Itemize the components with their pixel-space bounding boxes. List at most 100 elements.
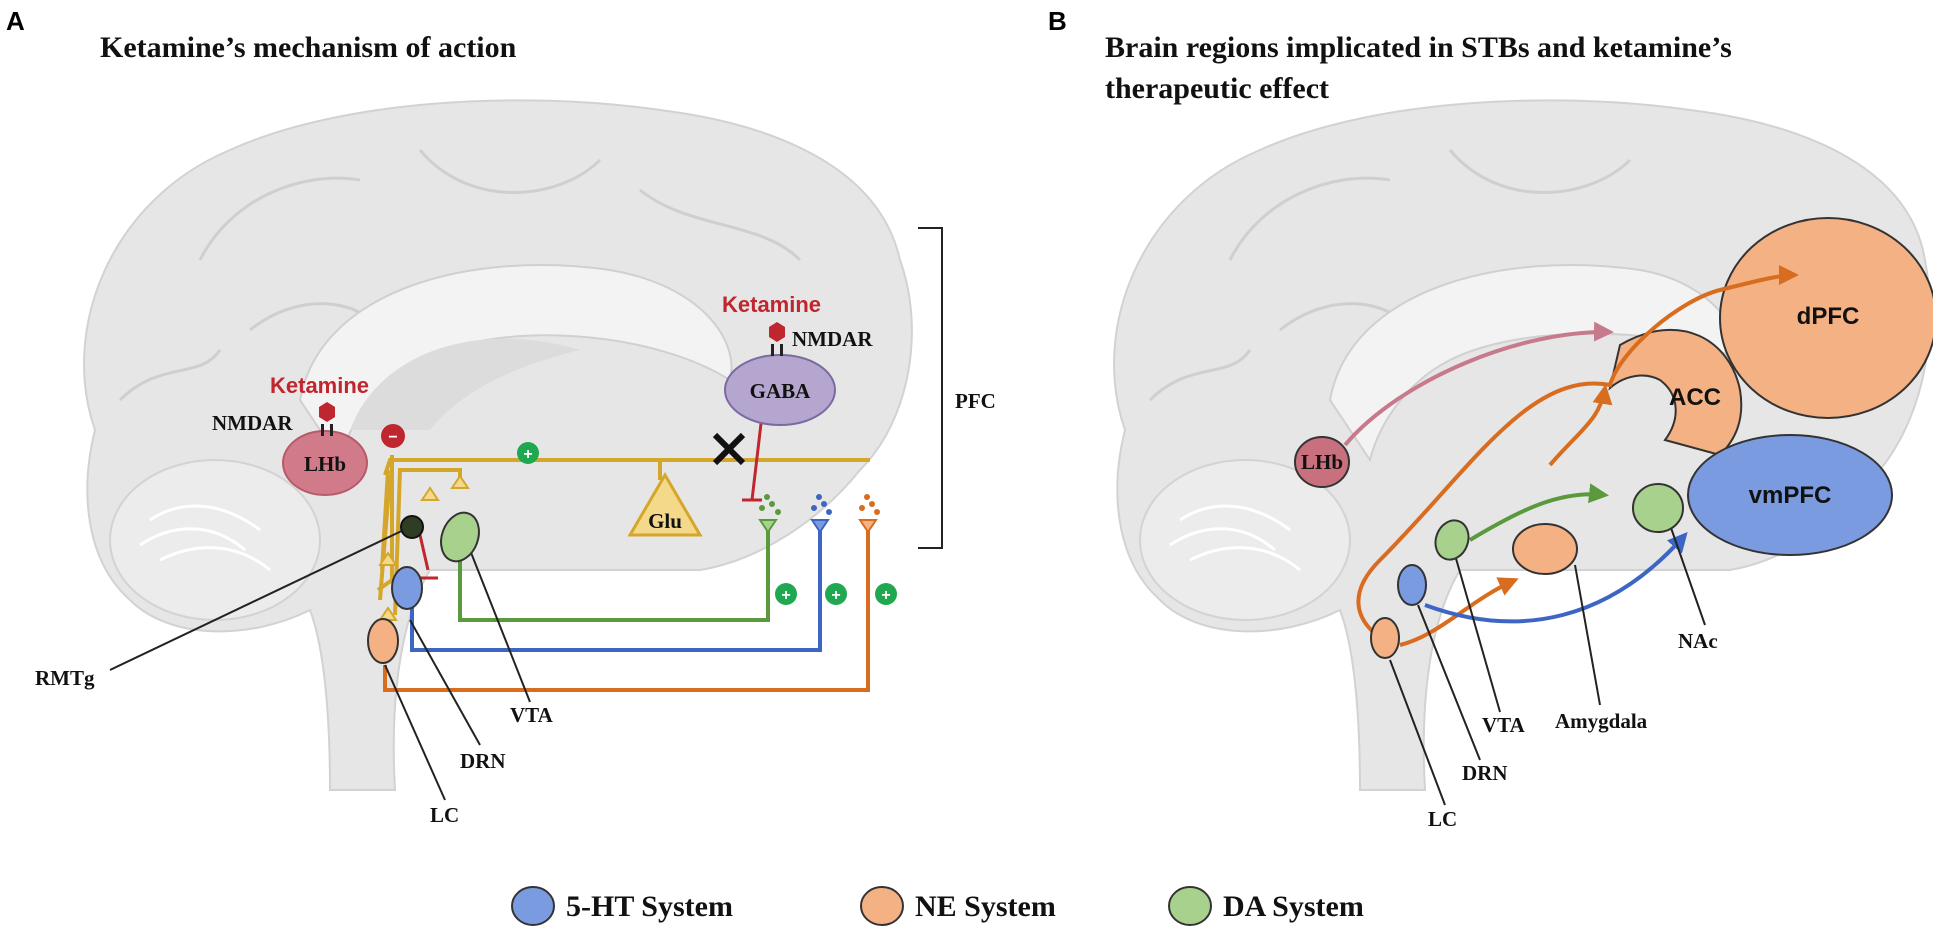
nmdar-receptor-2b bbox=[780, 344, 783, 356]
drn-label-b: DRN bbox=[1462, 761, 1508, 785]
legend-swatch-5ht bbox=[511, 886, 555, 926]
ketamine-label-2: Ketamine bbox=[722, 292, 821, 317]
nmdar-receptor-2a bbox=[771, 344, 774, 356]
plus-sign-icon bbox=[825, 583, 847, 605]
dopamine-terminal bbox=[758, 519, 778, 534]
vta-pointer bbox=[467, 544, 531, 703]
norepinephrine-pathway bbox=[383, 520, 870, 692]
panel-b-pathways bbox=[1343, 265, 1799, 806]
cerebellum-folia-b bbox=[1169, 504, 1301, 572]
lhb-to-acc-pathway bbox=[1343, 321, 1614, 447]
vmpfc-region bbox=[1687, 434, 1893, 556]
plus-sign-1: + bbox=[523, 446, 532, 463]
drn-node-b bbox=[1397, 564, 1427, 606]
vmpfc-label: vmPFC bbox=[1749, 482, 1832, 509]
rmtg-inhibition bbox=[418, 534, 438, 580]
blocked-x-icon bbox=[712, 432, 746, 466]
acc-label: ACC bbox=[1669, 384, 1721, 411]
panel-b-brain bbox=[1113, 99, 1931, 791]
plus-sign-icon bbox=[775, 583, 797, 605]
legend-swatch-da bbox=[1168, 886, 1212, 926]
dpfc-label: dPFC bbox=[1797, 303, 1860, 330]
dpfc-region bbox=[1719, 217, 1933, 419]
legend-item-5ht: 5-HT System bbox=[511, 886, 733, 926]
nmdar-receptor-1b bbox=[330, 424, 333, 436]
cerebellum-folia bbox=[139, 504, 271, 572]
plus-sign-icon bbox=[517, 442, 539, 464]
lc-pointer-b bbox=[1389, 659, 1446, 806]
plus-sign-4: + bbox=[881, 587, 890, 604]
panel-b: B Brain regions implicated in STBs and k… bbox=[1048, 6, 1933, 831]
lc-label-b: LC bbox=[1428, 807, 1457, 831]
vta-label-b: VTA bbox=[1482, 713, 1526, 737]
drn-pointer bbox=[409, 619, 481, 746]
glutamate-branch bbox=[376, 455, 394, 592]
legend-label-ne: NE System bbox=[915, 890, 1056, 923]
panel-a-title: Ketamine’s mechanism of action bbox=[100, 31, 517, 64]
legend-swatch-ne bbox=[860, 886, 904, 926]
vta-pointer-b bbox=[1454, 554, 1501, 713]
pfc-label: PFC bbox=[955, 389, 996, 413]
lhb-node bbox=[282, 430, 368, 496]
ne-to-dpfc-pathway bbox=[1356, 265, 1799, 645]
panel-a-pathways bbox=[109, 414, 880, 801]
dopamine-release-dots bbox=[759, 494, 781, 515]
drn-label-a: DRN bbox=[460, 749, 506, 773]
plus-sign-3: + bbox=[831, 587, 840, 604]
panel-a-brain bbox=[83, 99, 913, 791]
gaba-inhibition bbox=[742, 414, 764, 502]
serotonin-terminal bbox=[810, 519, 830, 534]
nmdar-label-2: NMDAR bbox=[792, 327, 873, 351]
panel-b-title-line2: therapeutic effect bbox=[1105, 72, 1329, 105]
ketamine-label-1: Ketamine bbox=[270, 373, 369, 398]
cerebrum-shape bbox=[83, 99, 913, 791]
rmtg-label: RMTg bbox=[35, 666, 95, 690]
vta-node-b bbox=[1434, 519, 1470, 561]
rmtg-pointer bbox=[109, 526, 411, 671]
nac-node bbox=[1632, 483, 1684, 533]
panel-b-letter: B bbox=[1048, 6, 1067, 36]
plus-signs: + + + + bbox=[517, 442, 897, 605]
lhb-label: LHb bbox=[304, 452, 346, 476]
gyri-lines bbox=[118, 149, 802, 402]
plus-sign-icon bbox=[875, 583, 897, 605]
legend-label-5ht: 5-HT System bbox=[566, 890, 733, 923]
cerebellum-b bbox=[1139, 459, 1351, 621]
amygdala-label: Amygdala bbox=[1555, 709, 1648, 733]
glu-neuron bbox=[627, 472, 703, 537]
norepinephrine-release-dots bbox=[859, 494, 880, 515]
minus-sign: − bbox=[388, 429, 397, 446]
rmtg-node bbox=[400, 515, 424, 539]
plus-sign-2: + bbox=[781, 587, 790, 604]
nmdar-label-1: NMDAR bbox=[212, 411, 293, 435]
glutamate-terminals bbox=[378, 474, 470, 621]
lhb-node-b bbox=[1294, 436, 1350, 488]
glu-label: Glu bbox=[648, 509, 682, 533]
panel-b-title-line1: Brain regions implicated in STBs and ket… bbox=[1105, 31, 1732, 64]
serotonin-release-dots bbox=[811, 494, 832, 515]
da-to-nac-pathway bbox=[1468, 483, 1609, 542]
lc-pointer bbox=[384, 664, 446, 801]
lhb-label-b: LHb bbox=[1301, 450, 1343, 474]
nac-label: NAc bbox=[1678, 629, 1718, 653]
nac-pointer bbox=[1669, 524, 1706, 626]
minus-sign-icon bbox=[381, 424, 405, 448]
thalamus-region bbox=[350, 338, 580, 430]
drn-pointer-b bbox=[1417, 604, 1481, 761]
panel-a: A Ketamine’s mechanism of action PFC bbox=[6, 6, 996, 827]
ketamine-molecule-2 bbox=[769, 322, 785, 342]
legend-item-ne: NE System bbox=[860, 886, 1056, 926]
nmdar-receptor-1a bbox=[321, 424, 324, 436]
vta-node-a bbox=[440, 511, 480, 563]
ne-to-acc-pathway bbox=[1548, 384, 1613, 467]
amygdala-node bbox=[1512, 523, 1578, 575]
vta-label-a: VTA bbox=[510, 703, 554, 727]
gaba-label: GABA bbox=[750, 379, 812, 403]
legend-label-da: DA System bbox=[1223, 890, 1364, 923]
amygdala-pointer bbox=[1574, 564, 1601, 706]
legend-item-da: DA System bbox=[1168, 886, 1364, 926]
legend: 5-HT System NE System DA System bbox=[511, 886, 1364, 926]
dopamine-pathway bbox=[458, 520, 770, 622]
drn-node-a bbox=[391, 566, 423, 610]
